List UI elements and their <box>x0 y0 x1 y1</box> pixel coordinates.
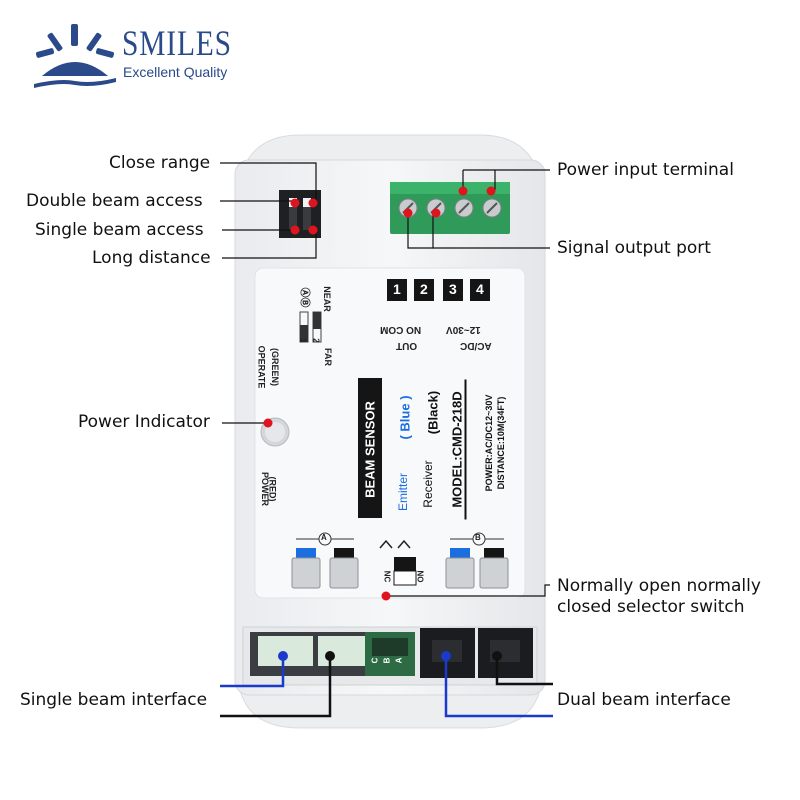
callout-double-beam: Double beam access <box>26 191 203 211</box>
connector-b-label: B <box>475 533 481 542</box>
marker-dual-black <box>492 651 502 661</box>
power-color-label: (RED) <box>267 476 278 502</box>
sun-logo-icon <box>34 24 116 88</box>
marker-terminal-3 <box>458 186 468 196</box>
marker-power-led <box>263 418 273 428</box>
switch-nc-label: NC <box>382 570 392 583</box>
marker-dip-1 <box>290 198 300 208</box>
callout-single-beam: Single beam access <box>35 220 204 240</box>
callout-power-input: Power input terminal <box>557 160 734 180</box>
board-label-c: C <box>370 657 380 664</box>
receiver-color-label: (Black) <box>425 390 441 435</box>
terminal-label-no-com: NO COM <box>380 324 422 335</box>
leader-dual-interface-black <box>495 657 553 686</box>
leader-no-nc <box>386 584 550 597</box>
marker-no-nc-switch <box>381 591 391 601</box>
terminal-number-4: 4 <box>476 281 484 297</box>
dip-label-near: NEAR <box>321 286 332 312</box>
connector-a-label: A <box>321 533 327 542</box>
callout-dual-interface: Dual beam interface <box>557 690 731 710</box>
dip-label-far: FAR <box>323 348 333 366</box>
terminal-group-out: OUT <box>396 340 418 351</box>
dip-number-1: 1 <box>298 338 308 343</box>
terminal-label-voltage: 12~30V <box>446 324 481 335</box>
leader-power-input <box>494 169 550 190</box>
marker-dip-3 <box>290 225 300 235</box>
marker-dual-blue <box>441 651 451 661</box>
callout-signal-output: Signal output port <box>557 238 711 258</box>
leader-signal-output <box>432 214 550 249</box>
terminal-number-3: 3 <box>449 281 457 297</box>
marker-terminal-4 <box>486 186 496 196</box>
operate-label: OPERATE <box>256 345 267 389</box>
leader-close-range <box>220 162 317 201</box>
leader-long-distance <box>222 230 317 259</box>
distance-spec: DISTANCE:10M(34FT) <box>496 396 506 490</box>
callout-no-nc-line1: Normally open normally <box>557 576 761 596</box>
emitter-color-label: ( Blue ) <box>397 395 413 440</box>
beam-sensor-title: BEAM SENSOR <box>362 401 378 498</box>
board-label-b: B <box>382 657 392 664</box>
callout-single-interface: Single beam interface <box>20 690 208 710</box>
callout-long-distance: Long distance <box>92 248 211 268</box>
operate-color-label: (GREEN) <box>270 348 280 386</box>
marker-dip-2 <box>308 198 318 208</box>
leader-dual-interface-blue <box>444 657 553 718</box>
power-spec: POWER:AC/DC12~30V <box>484 394 494 492</box>
board-label-a: A <box>394 657 404 664</box>
marker-single-black <box>325 651 335 661</box>
marker-dip-4 <box>308 225 318 235</box>
marker-terminal-1 <box>403 208 413 218</box>
brand-name: SMILES <box>122 23 232 63</box>
terminal-group-acdc: AC/DC <box>460 340 492 351</box>
marker-single-blue <box>278 651 288 661</box>
terminal-number-1: 1 <box>393 281 401 297</box>
dip-label-ab: ⒶⒷ <box>298 287 310 308</box>
marker-terminal-2 <box>431 208 441 218</box>
brand-tagline: Excellent Quality <box>123 64 228 80</box>
dip-number-2: 2 <box>311 338 321 343</box>
receiver-label: Receiver <box>421 460 435 508</box>
callout-close-range: Close range <box>109 153 211 173</box>
callout-power-indicator: Power Indicator <box>78 412 210 432</box>
emitter-label: Emitter <box>396 473 410 512</box>
leader-single-interface-blue <box>220 657 285 688</box>
switch-no-label: NO <box>415 570 425 583</box>
callout-no-nc-line2: closed selector switch <box>557 597 745 617</box>
model-label: MODEL:CMD-218D <box>449 379 467 520</box>
leader-single-interface-black <box>220 657 332 718</box>
terminal-number-2: 2 <box>420 281 428 297</box>
